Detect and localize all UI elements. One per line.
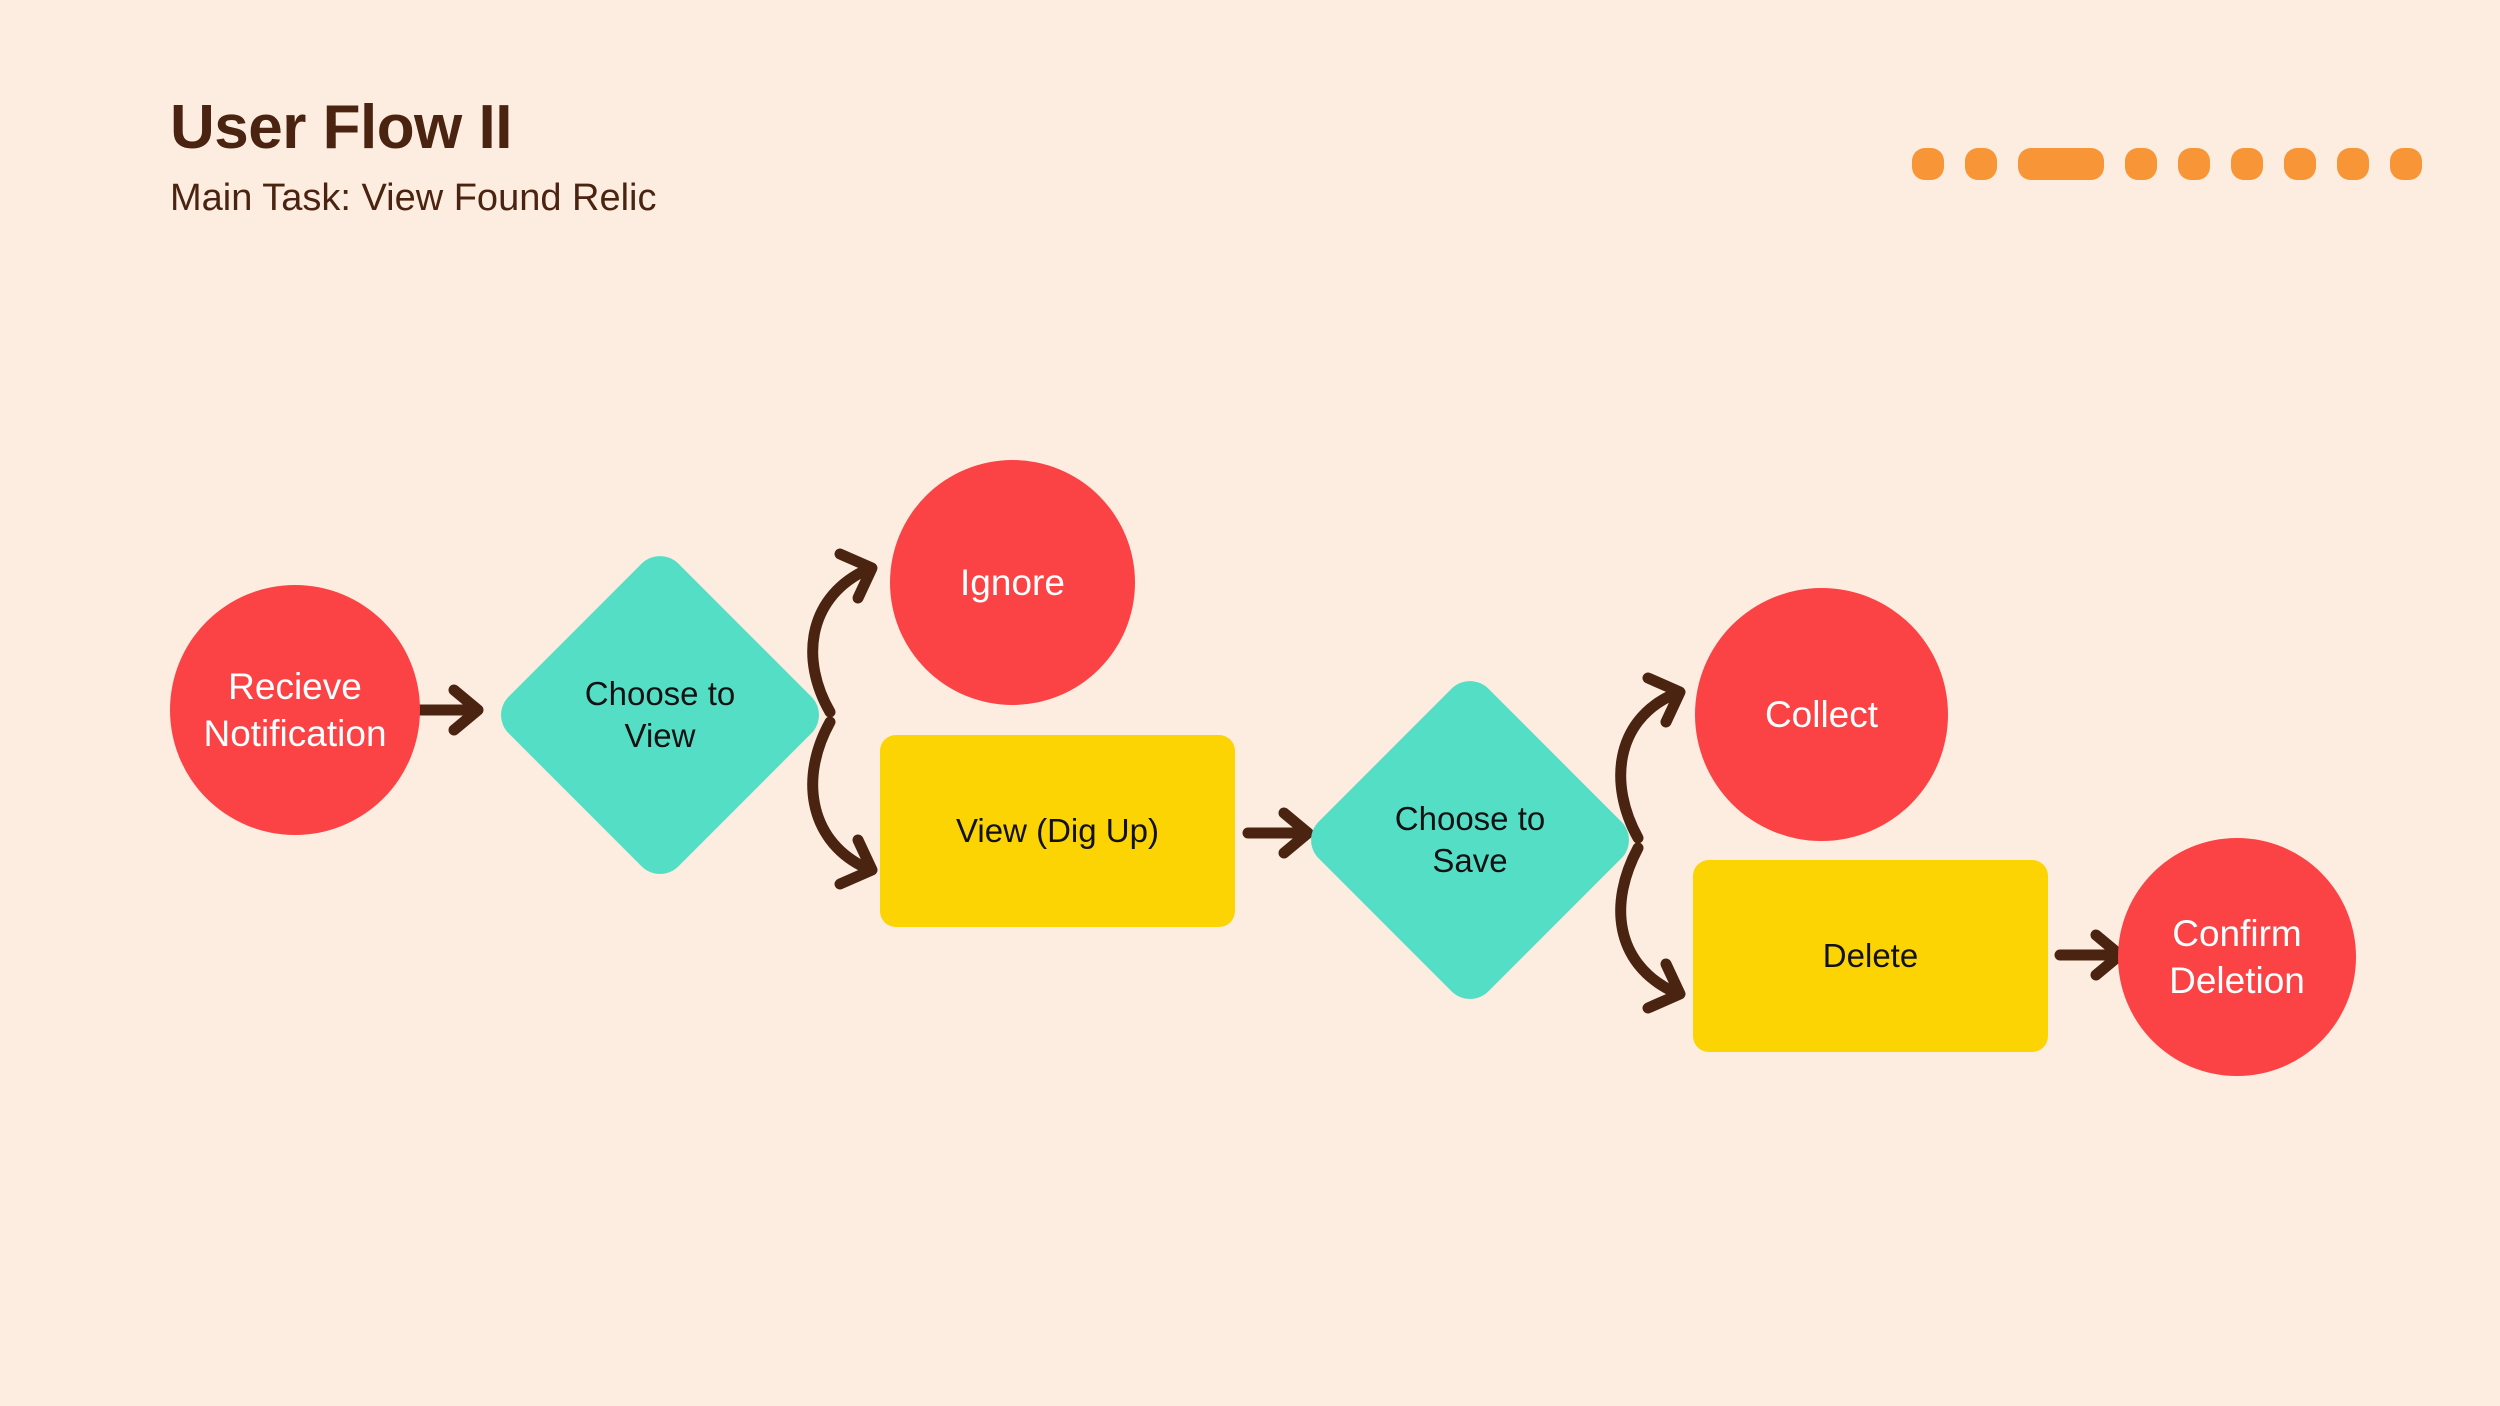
arrow-view-dig-up-to-choose-save bbox=[1242, 807, 1314, 859]
dot-icon-4 bbox=[2125, 148, 2157, 180]
dot-icon-1 bbox=[1912, 148, 1944, 180]
arrow-delete-to-confirm-deletion bbox=[2054, 929, 2126, 981]
flow-node-choose-to-save[interactable]: Choose to Save bbox=[1300, 670, 1640, 1010]
flow-node-label: Recieve Notification bbox=[203, 665, 387, 754]
dot-icon-9 bbox=[2390, 148, 2422, 180]
dot-icon-5 bbox=[2178, 148, 2210, 180]
flow-node-label: Delete bbox=[1822, 936, 1919, 974]
flow-node-label: Confirm Deletion bbox=[2169, 912, 2305, 1001]
flow-node-confirm-deletion[interactable]: Confirm Deletion bbox=[2118, 838, 2356, 1076]
dot-icon-2 bbox=[1965, 148, 1997, 180]
flow-node-label: Ignore bbox=[960, 561, 1065, 603]
diamond-shape-icon bbox=[1300, 670, 1640, 1010]
dot-icon-6 bbox=[2231, 148, 2263, 180]
flow-node-ignore[interactable]: Ignore bbox=[890, 460, 1135, 705]
page-subtitle: Main Task: View Found Relic bbox=[170, 177, 657, 220]
flow-node-recieve-notification[interactable]: Recieve Notification bbox=[170, 585, 420, 835]
dot-icon-8 bbox=[2337, 148, 2369, 180]
flow-node-choose-to-view[interactable]: Choose to View bbox=[490, 545, 830, 885]
diamond-shape-icon bbox=[490, 545, 830, 885]
header-block: User Flow II Main Task: View Found Relic bbox=[170, 95, 657, 220]
dot-icon-7 bbox=[2284, 148, 2316, 180]
flow-node-label: View (Dig Up) bbox=[956, 811, 1159, 849]
flow-node-delete[interactable]: Delete bbox=[1693, 860, 2048, 1052]
flow-node-label: Collect bbox=[1764, 693, 1879, 735]
flow-node-collect[interactable]: Collect bbox=[1695, 588, 1948, 841]
flow-node-view-dig-up[interactable]: View (Dig Up) bbox=[880, 735, 1235, 927]
pill-icon-3 bbox=[2018, 148, 2104, 180]
orange-dot-row bbox=[1912, 148, 2422, 180]
arrow-recieve-to-choose-view bbox=[412, 684, 484, 736]
page-title: User Flow II bbox=[170, 93, 512, 162]
